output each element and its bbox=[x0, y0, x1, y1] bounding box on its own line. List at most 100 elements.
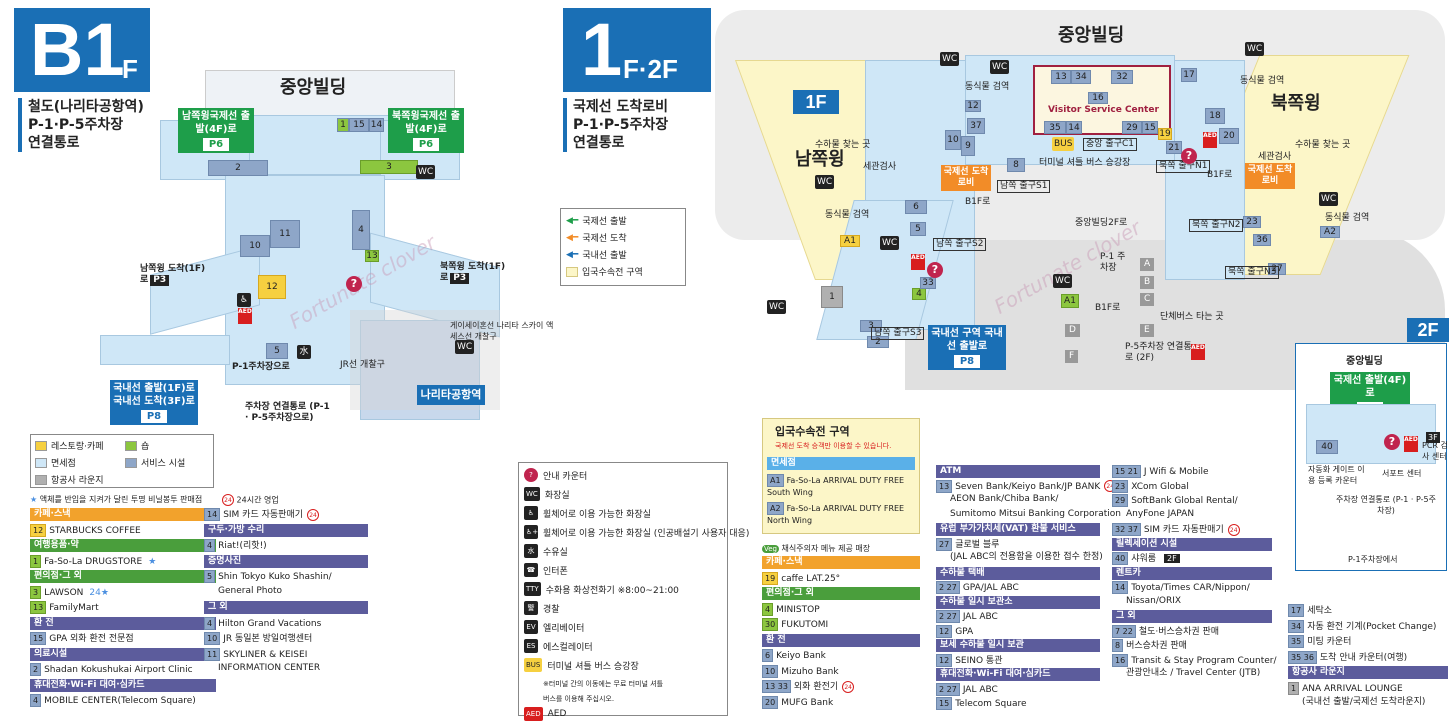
room[interactable]: 8 bbox=[1007, 158, 1025, 172]
room[interactable]: 6 bbox=[905, 200, 927, 214]
arrival-lobby-north-sign[interactable]: 국제선 도착로비 bbox=[1245, 163, 1295, 189]
directory-item[interactable]: AEON Bank/Chiba Bank/ bbox=[936, 494, 1058, 505]
room[interactable]: 20 bbox=[1219, 128, 1239, 144]
exit-n3[interactable]: 북쪽 출구N3 bbox=[1225, 266, 1280, 279]
directory-item[interactable]: INFORMATION CENTER bbox=[204, 663, 320, 674]
arrival-lobby-south-sign[interactable]: 국제선 도착로비 bbox=[941, 165, 991, 191]
room[interactable]: 34 bbox=[1071, 70, 1091, 84]
sign-domestic[interactable]: 국내선 출발(1F)로 국내선 도착(3F)로 P8 bbox=[110, 380, 198, 425]
directory-item[interactable]: (JAL ABC의 전용함을 이용한 접수 한정) bbox=[936, 552, 1103, 563]
exit-s3[interactable]: 남쪽 출구S3 bbox=[871, 327, 925, 340]
help-icon[interactable]: ? bbox=[346, 276, 362, 292]
exit-s2[interactable]: 남쪽 출구S2 bbox=[933, 238, 987, 251]
room[interactable]: 33 bbox=[920, 277, 936, 289]
room[interactable]: 23 bbox=[1243, 216, 1261, 228]
room[interactable]: 4 bbox=[912, 288, 926, 300]
room[interactable]: A2 bbox=[1320, 226, 1340, 238]
bus-stop-b[interactable]: B bbox=[1140, 276, 1155, 289]
bus-stop-f[interactable]: F bbox=[1065, 350, 1079, 363]
exit-s1[interactable]: 남쪽 출구S1 bbox=[997, 180, 1051, 193]
room[interactable]: 14 bbox=[369, 118, 384, 132]
room[interactable]: 14 bbox=[1066, 121, 1082, 134]
room[interactable]: 13 bbox=[1051, 70, 1071, 84]
room[interactable]: 1 bbox=[821, 286, 843, 308]
room[interactable]: 1 bbox=[337, 118, 349, 132]
room[interactable]: 4 bbox=[352, 210, 370, 250]
room[interactable]: 10 bbox=[945, 130, 961, 150]
visitor-service-center[interactable]: Visitor Service Center bbox=[1048, 105, 1159, 115]
room[interactable]: 15 bbox=[349, 118, 369, 132]
room[interactable]: 11 bbox=[270, 220, 300, 248]
room[interactable]: 9 bbox=[961, 136, 975, 156]
room[interactable]: 12 bbox=[965, 100, 981, 112]
room[interactable]: 32 bbox=[1111, 70, 1133, 84]
directory-item[interactable]: 관광안내소 / Travel Center (JTB) bbox=[1112, 668, 1260, 679]
room[interactable]: 18 bbox=[1205, 108, 1225, 124]
help-icon[interactable]: ? bbox=[927, 262, 943, 278]
room[interactable]: 19 bbox=[1158, 128, 1172, 140]
room[interactable]: 40 bbox=[1316, 440, 1338, 454]
room[interactable]: 10 bbox=[240, 235, 270, 257]
room[interactable]: 5 bbox=[266, 343, 288, 359]
bus-stop-a[interactable]: A bbox=[1140, 258, 1155, 271]
room[interactable]: 3 bbox=[360, 160, 418, 174]
exit-n2[interactable]: 북쪽 출구N2 bbox=[1189, 219, 1244, 232]
room[interactable]: A1 bbox=[1061, 294, 1079, 308]
room[interactable]: 15 bbox=[1142, 121, 1158, 134]
room[interactable]: 37 bbox=[967, 118, 985, 134]
bus-stop-c[interactable]: C bbox=[1140, 293, 1155, 306]
room[interactable]: 21 bbox=[1166, 141, 1182, 154]
room[interactable]: A1 bbox=[840, 235, 860, 247]
sign-south-wing-departure[interactable]: 남쪽윙국제선 출발(4F)로 P6 bbox=[178, 108, 254, 153]
room[interactable]: 16 bbox=[1088, 92, 1108, 104]
bus-stop-d[interactable]: D bbox=[1065, 324, 1080, 337]
room[interactable]: 29 bbox=[1122, 121, 1142, 134]
room[interactable]: 5 bbox=[910, 222, 926, 236]
narita-station-sign[interactable]: 나리타공항역 bbox=[417, 385, 485, 405]
directory-item[interactable]: Sumitomo Mitsui Banking Corporation bbox=[936, 509, 1121, 520]
room[interactable]: 12 bbox=[258, 275, 286, 299]
room[interactable]: 35 bbox=[1044, 121, 1066, 134]
directory-item[interactable]: Nissan/ORIX bbox=[1112, 596, 1181, 607]
